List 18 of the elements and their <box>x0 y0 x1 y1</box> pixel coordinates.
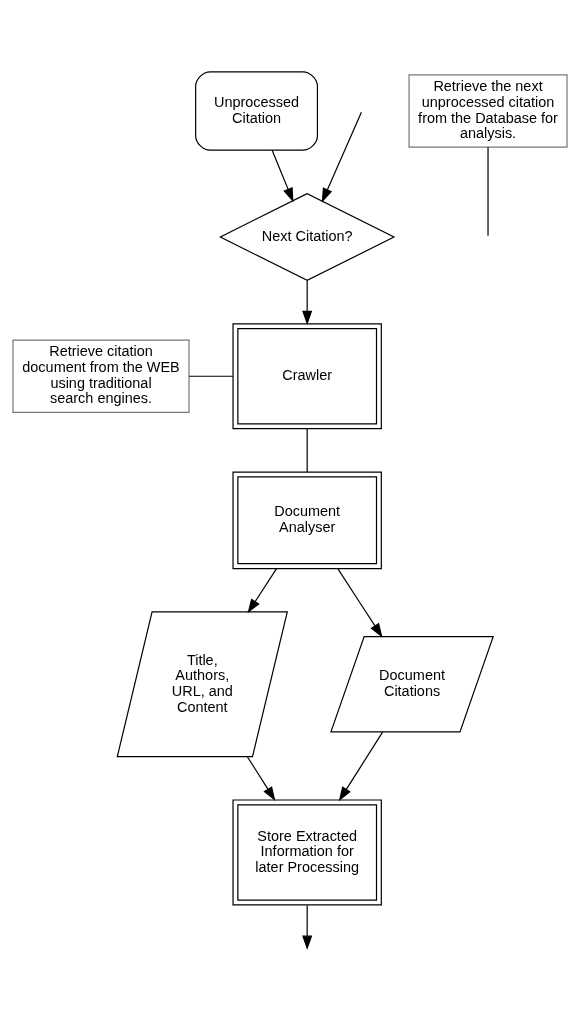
arrow <box>302 904 313 950</box>
connector <box>306 427 308 473</box>
arrow <box>247 567 278 613</box>
arrow <box>337 567 383 638</box>
node-box: Retrieve the next unprocessed citation from the Database for analysis. <box>408 73 568 148</box>
node-box: Crawler <box>232 322 382 429</box>
node-box: Unprocessed Citation <box>195 70 319 151</box>
arrow <box>246 755 276 801</box>
arrow <box>302 279 313 325</box>
node-box: Document Analyser <box>232 471 382 569</box>
node-box: Store Extracted Information for later Processing <box>232 798 382 905</box>
arrow <box>271 149 294 202</box>
node-diamond: Next Citation? <box>219 192 396 281</box>
arrow <box>321 111 362 203</box>
connector <box>188 375 234 377</box>
arrow <box>338 731 384 801</box>
node-box: Retrieve citation document from the WEB using traditional search engines. <box>12 338 190 413</box>
connector <box>487 146 489 236</box>
